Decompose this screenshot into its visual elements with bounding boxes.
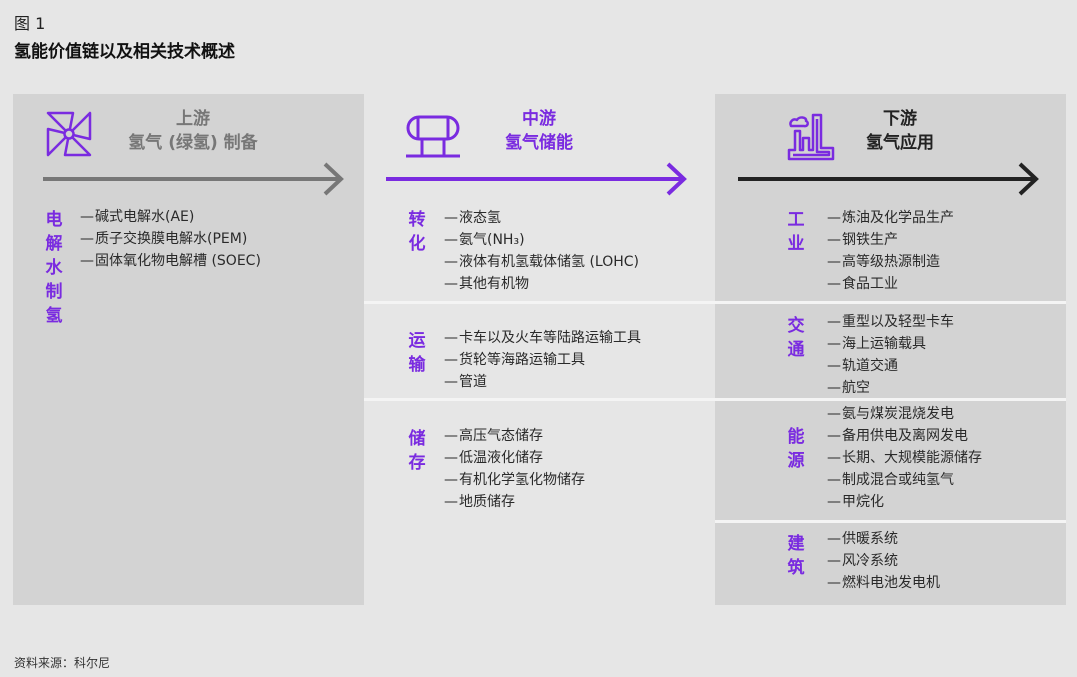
category-label: 交通	[787, 316, 805, 360]
stage-label: 中游	[522, 109, 556, 129]
list-item: 固体氧化物电解槽 (SOEC)	[80, 250, 261, 272]
category-label: 工业	[787, 210, 805, 254]
list-item: 钢铁生产	[827, 229, 954, 251]
pinwheel-icon	[46, 111, 92, 157]
upstream-header: 上游 氢气 (绿氢) 制备	[103, 107, 283, 155]
list-item: 海上运输载具	[827, 333, 954, 355]
list-item: 氨与煤炭混烧发电	[827, 403, 982, 425]
category-label: 能源	[787, 427, 805, 471]
list-item: 碱式电解水(AE)	[80, 206, 261, 228]
downstream-arrow	[738, 162, 1039, 196]
list-item: 质子交换膜电解水(PEM)	[80, 228, 261, 250]
list-item: 氨气(NH₃)	[444, 229, 639, 251]
item-list: 重型以及轻型卡车 海上运输载具 轨道交通 航空	[827, 311, 954, 399]
item-list: 液态氢 氨气(NH₃) 液体有机氢载体储氢 (LOHC) 其他有机物	[444, 207, 639, 295]
category-label: 转化	[408, 210, 426, 254]
item-list: 碱式电解水(AE) 质子交换膜电解水(PEM) 固体氧化物电解槽 (SOEC)	[80, 206, 261, 272]
category-label: 运输	[408, 331, 426, 375]
list-item: 食品工业	[827, 273, 954, 295]
stage-label: 上游	[176, 109, 210, 129]
item-list: 供暖系统 风冷系统 燃料电池发电机	[827, 528, 940, 594]
storage-tank-icon	[406, 115, 460, 158]
source-note: 资料来源：科尔尼	[14, 656, 111, 670]
category-label: 电解水制氢	[45, 210, 63, 326]
list-item: 轨道交通	[827, 355, 954, 377]
list-item: 航空	[827, 377, 954, 399]
list-item: 重型以及轻型卡车	[827, 311, 954, 333]
section-divider	[364, 301, 715, 304]
list-item: 制成混合或纯氢气	[827, 469, 982, 491]
list-item: 有机化学氢化物储存	[444, 469, 585, 491]
category-label: 储存	[408, 429, 426, 473]
figure-label: 图 1	[14, 14, 46, 33]
list-item: 风冷系统	[827, 550, 940, 572]
list-item: 卡车以及火车等陆路运输工具	[444, 327, 641, 349]
list-item: 燃料电池发电机	[827, 572, 940, 594]
list-item: 低温液化储存	[444, 447, 585, 469]
upstream-column: 上游 氢气 (绿氢) 制备 电解水制氢 碱式电解水(AE) 质子交换膜电解水(P…	[13, 94, 364, 605]
upstream-arrow	[43, 162, 344, 196]
list-item: 地质储存	[444, 491, 585, 513]
midstream-header: 中游 氢气储能	[474, 107, 604, 155]
item-list: 高压气态储存 低温液化储存 有机化学氢化物储存 地质储存	[444, 425, 585, 513]
list-item: 管道	[444, 371, 641, 393]
list-item: 液体有机氢载体储氢 (LOHC)	[444, 251, 639, 273]
list-item: 液态氢	[444, 207, 639, 229]
section-divider	[715, 520, 1066, 523]
stage-label: 下游	[883, 109, 917, 129]
stage-subtitle: 氢气应用	[866, 133, 934, 153]
list-item: 供暖系统	[827, 528, 940, 550]
list-item: 长期、大规模能源储存	[827, 447, 982, 469]
midstream-column: 中游 氢气储能 转化 液态氢 氨气(NH₃) 液体有机氢载体储氢 (LOHC) …	[364, 94, 715, 605]
section-divider	[715, 301, 1066, 304]
category-label: 建筑	[787, 534, 805, 578]
list-item: 炼油及化学品生产	[827, 207, 954, 229]
list-item: 甲烷化	[827, 491, 982, 513]
item-list: 卡车以及火车等陆路运输工具 货轮等海路运输工具 管道	[444, 327, 641, 393]
list-item: 高等级热源制造	[827, 251, 954, 273]
list-item: 高压气态储存	[444, 425, 585, 447]
factory-icon	[787, 113, 835, 161]
section-divider	[364, 398, 715, 401]
item-list: 炼油及化学品生产 钢铁生产 高等级热源制造 食品工业	[827, 207, 954, 295]
stage-subtitle: 氢气 (绿氢) 制备	[128, 133, 258, 153]
list-item: 货轮等海路运输工具	[444, 349, 641, 371]
item-list: 氨与煤炭混烧发电 备用供电及离网发电 长期、大规模能源储存 制成混合或纯氢气 甲…	[827, 403, 982, 513]
midstream-arrow	[386, 162, 687, 196]
list-item: 其他有机物	[444, 273, 639, 295]
downstream-header: 下游 氢气应用	[845, 107, 955, 155]
page-title: 氢能价值链以及相关技术概述	[14, 42, 235, 62]
downstream-column: 下游 氢气应用 工业 炼油及化学品生产 钢铁生产 高等级热源制造 食品工业 交通…	[715, 94, 1066, 605]
list-item: 备用供电及离网发电	[827, 425, 982, 447]
section-divider	[715, 398, 1066, 401]
stage-subtitle: 氢气储能	[505, 133, 573, 153]
